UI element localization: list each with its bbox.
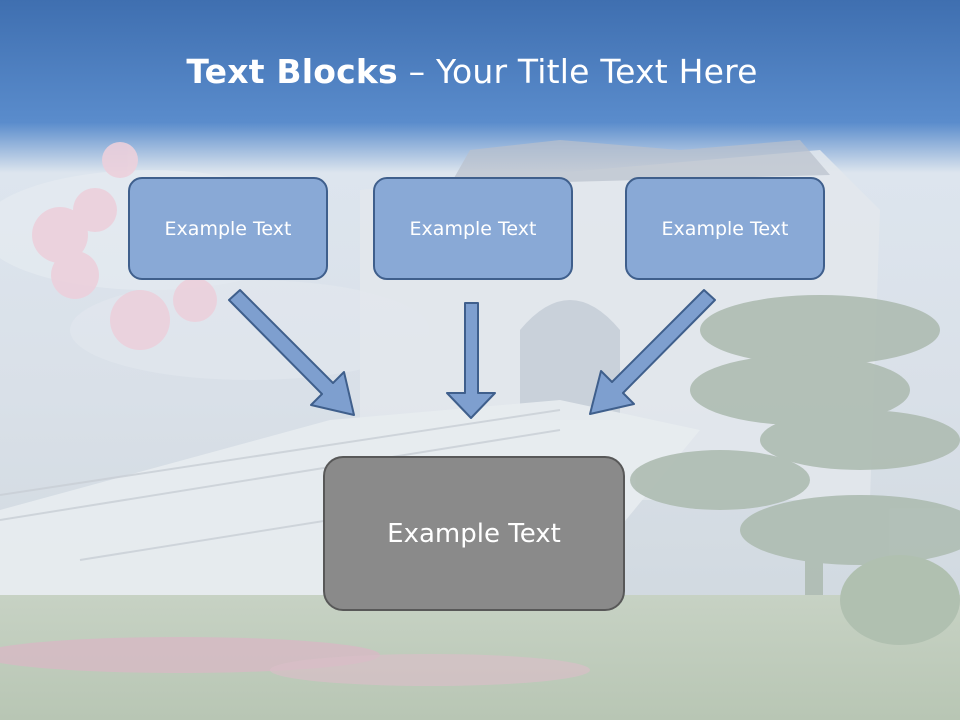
title-bold: Text Blocks: [186, 52, 398, 91]
title-dash: –: [397, 52, 436, 91]
title-rest: Your Title Text Here: [435, 52, 758, 91]
text-block-center-label: Example Text: [409, 217, 537, 240]
text-block-right-label: Example Text: [661, 217, 789, 240]
text-block-right[interactable]: Example Text: [625, 177, 825, 280]
text-block-left-label: Example Text: [164, 217, 292, 240]
main-text-block[interactable]: Example Text: [323, 456, 625, 611]
text-block-center[interactable]: Example Text: [373, 177, 573, 280]
text-block-left[interactable]: Example Text: [128, 177, 328, 280]
slide-title: Text Blocks – Your Title Text Here: [0, 52, 944, 91]
main-text-block-label: Example Text: [387, 518, 561, 549]
